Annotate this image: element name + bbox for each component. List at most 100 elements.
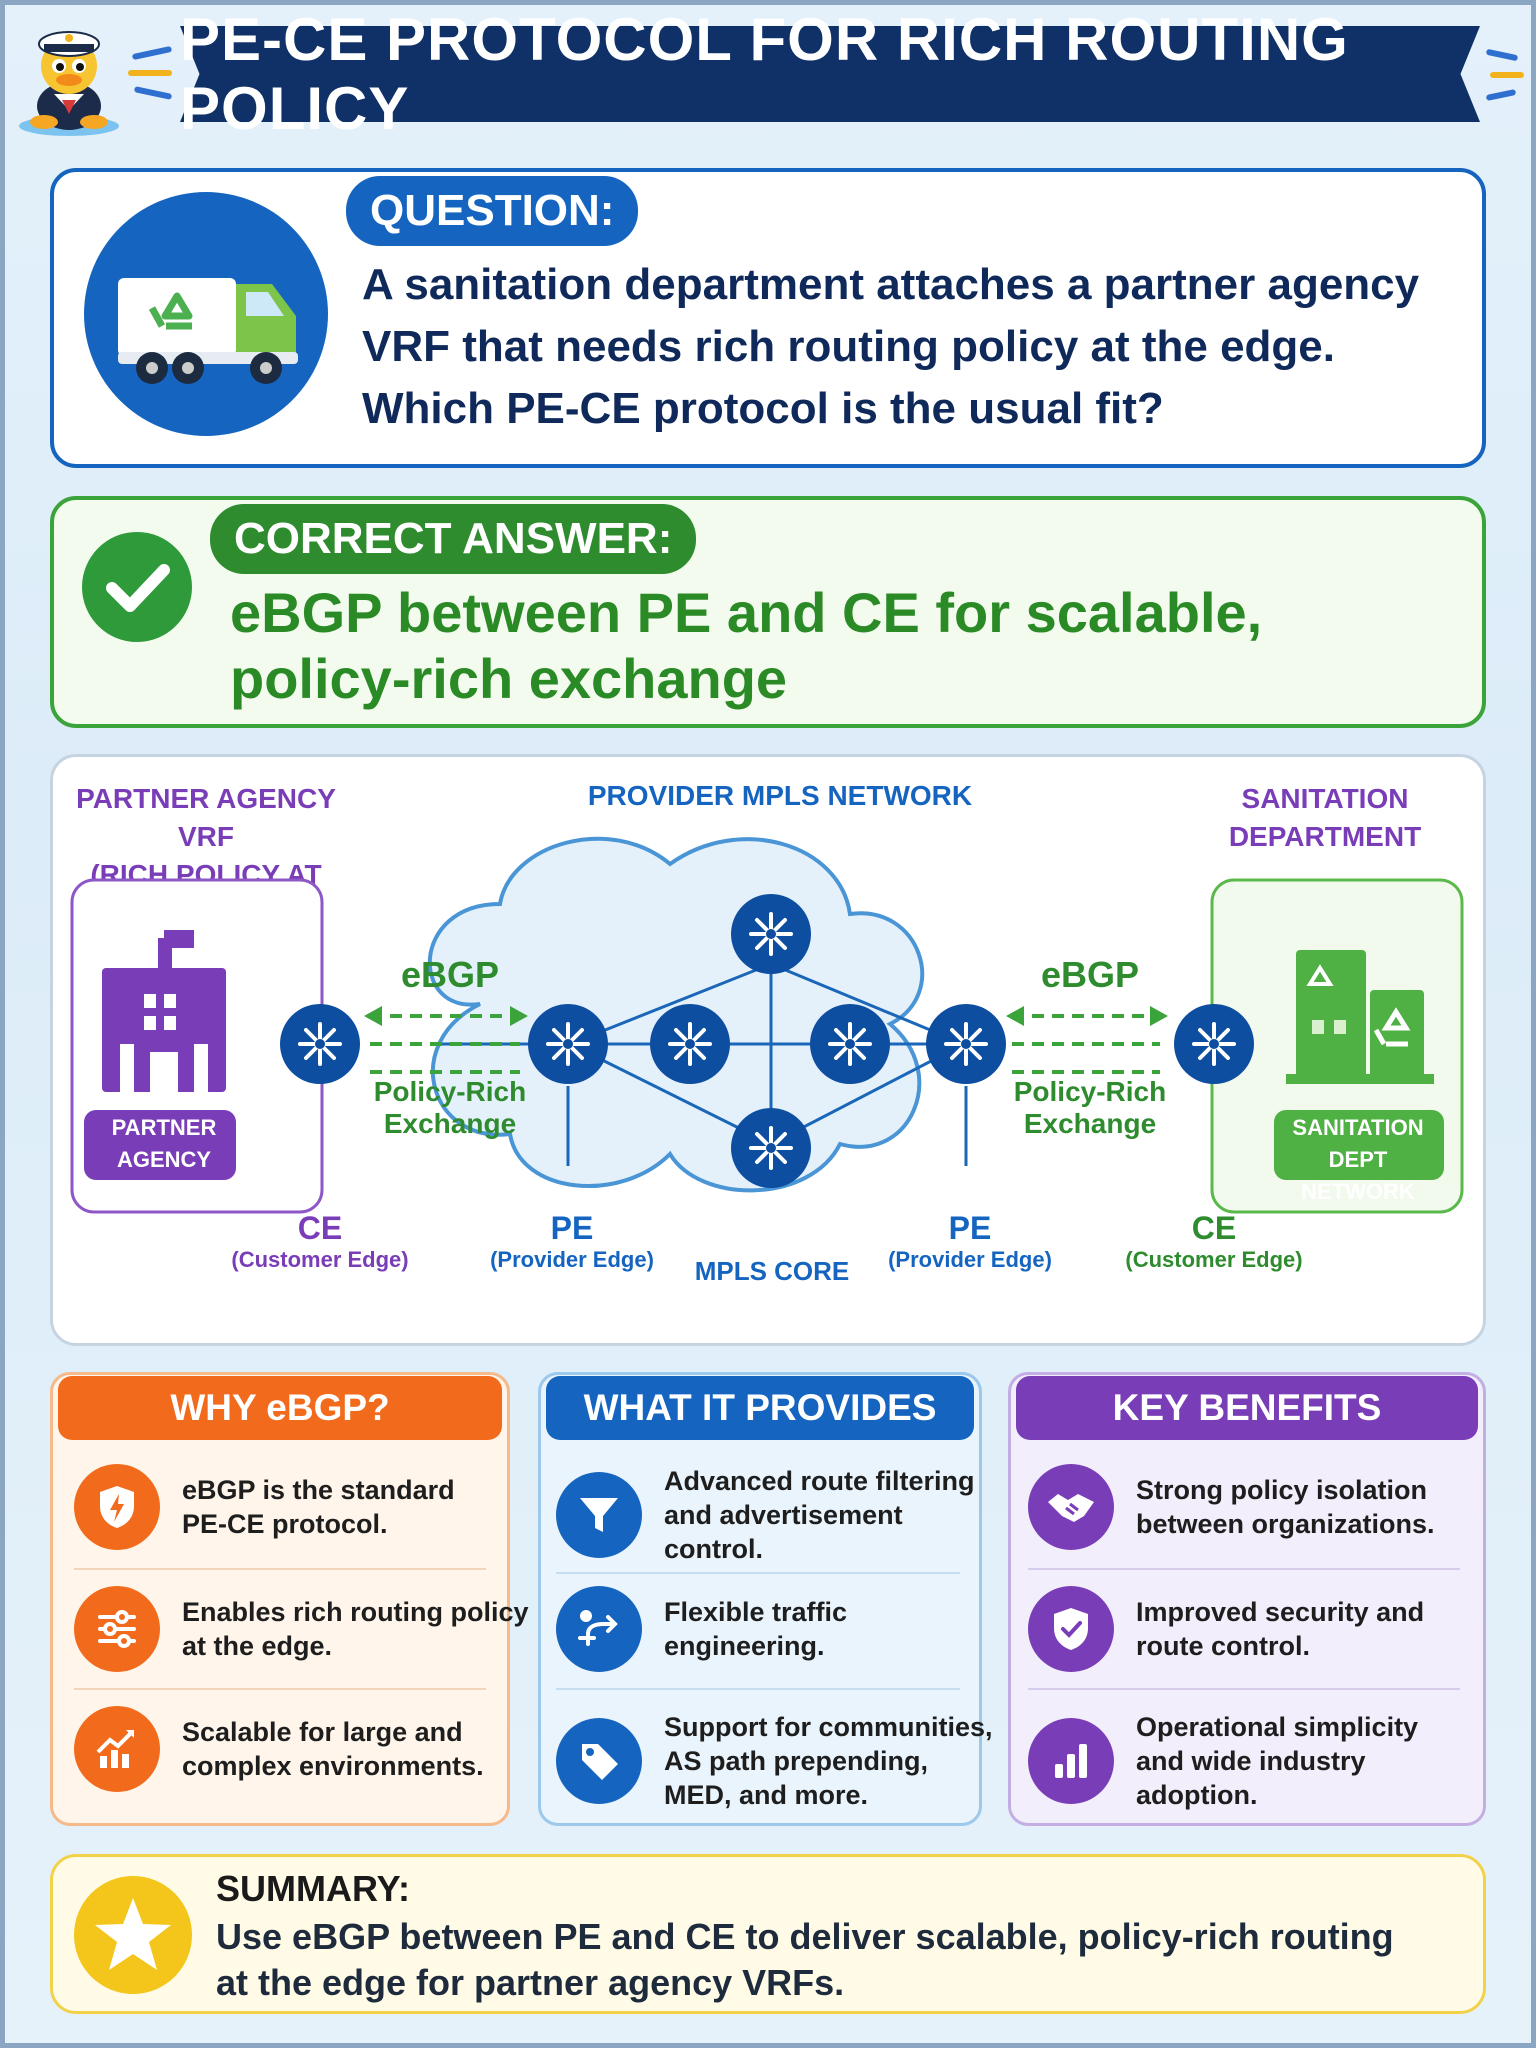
why-ebgp-title: WHY eBGP?	[58, 1376, 502, 1440]
ce-left-label: CE (Customer Edge)	[230, 1210, 410, 1273]
building-icon	[102, 930, 226, 1092]
divider	[74, 1688, 486, 1690]
right-site-title: SANITATION DEPARTMENT	[1190, 780, 1460, 856]
handshake-icon	[1028, 1464, 1114, 1550]
partner-site-label-line2: SITE	[139, 1179, 189, 1204]
ce-left-router	[278, 1002, 362, 1086]
ebgp-left-arrows	[364, 1006, 528, 1074]
sanitation-site-label: SANITATION DEPT NETWORK	[1276, 1112, 1440, 1208]
divider	[74, 1568, 486, 1570]
why-item-line2: at the edge.	[182, 1631, 333, 1661]
provides-item-line2: and advertisement	[664, 1500, 903, 1530]
sanitation-site-label-line2: NETWORK	[1301, 1179, 1415, 1204]
provides-item: Advanced route filtering and advertisemen…	[556, 1464, 975, 1566]
page-title: PE-CE PROTOCOL FOR RICH ROUTING POLICY	[180, 6, 1349, 142]
ce-right-sub: (Customer Edge)	[1125, 1247, 1303, 1272]
benefits-item-line3: adoption.	[1136, 1780, 1258, 1810]
provides-item-line1: Support for communities,	[664, 1712, 993, 1742]
right-site-title-line2: DEPARTMENT	[1228, 821, 1422, 852]
summary-title: SUMMARY:	[216, 1868, 410, 1909]
partner-site-label-line1: PARTNER AGENCY	[111, 1115, 217, 1172]
trend-up-icon	[74, 1706, 160, 1792]
pe-left-sub: (Provider Edge)	[490, 1247, 654, 1272]
why-item: Enables rich routing policy at the edge.	[74, 1586, 529, 1672]
recycling-truck-icon	[84, 192, 328, 436]
pe-right-router	[924, 1002, 1008, 1086]
shield-bolt-icon	[74, 1464, 160, 1550]
benefits-item: Operational simplicity and wide industry a…	[1028, 1710, 1418, 1812]
divider	[556, 1572, 960, 1574]
why-item-line1: Enables rich routing policy	[182, 1597, 529, 1627]
provides-item-line3: MED, and more.	[664, 1780, 869, 1810]
core-router-top	[729, 892, 813, 976]
key-benefits-title: KEY BENEFITS	[1016, 1376, 1478, 1440]
core-router-left	[648, 1002, 732, 1086]
partner-site-badge	[84, 1110, 236, 1180]
shield-check-icon	[1028, 1586, 1114, 1672]
exchange-right-line1: Policy-Rich	[1013, 1076, 1167, 1107]
partner-site-label: PARTNER AGENCY SITE	[90, 1112, 238, 1208]
benefits-item-line2: and wide industry	[1136, 1746, 1366, 1776]
filter-icon	[556, 1472, 642, 1558]
benefits-item-line1: Improved security and	[1136, 1597, 1425, 1627]
exchange-left-label: Policy-Rich Exchange	[350, 1076, 550, 1140]
provides-item-line1: Advanced route filtering	[664, 1466, 975, 1496]
exchange-left-line1: Policy-Rich	[373, 1076, 527, 1107]
sailor-duck-mascot-icon	[19, 31, 119, 136]
provides-item: Support for communities, AS path prependi…	[556, 1710, 993, 1812]
answer-label: CORRECT ANSWER:	[210, 504, 697, 574]
benefits-item: Improved security and route control.	[1028, 1586, 1424, 1672]
benefits-item-line2: between organizations.	[1136, 1509, 1435, 1539]
header-streak	[1490, 72, 1524, 78]
exchange-left-line2: Exchange	[383, 1108, 517, 1139]
question-text: A sanitation department attaches a partn…	[362, 260, 1420, 433]
ce-right-label: CE (Customer Edge)	[1124, 1210, 1304, 1273]
divider	[1028, 1568, 1460, 1570]
pe-right-label: PE (Provider Edge)	[880, 1210, 1060, 1273]
provider-network-title: PROVIDER MPLS NETWORK	[587, 780, 973, 811]
tag-icon	[556, 1718, 642, 1804]
benefits-item-line1: Strong policy isolation	[1136, 1475, 1428, 1505]
checkmark-icon	[82, 532, 192, 642]
pe-left-label: PE (Provider Edge)	[482, 1210, 662, 1273]
ebgp-left-label: eBGP	[400, 954, 500, 995]
why-item-line2: PE-CE protocol.	[182, 1509, 388, 1539]
divider	[556, 1688, 960, 1690]
sanitation-site-badge	[1274, 1110, 1444, 1180]
ce-right-router	[1172, 1002, 1256, 1086]
header-streak	[128, 70, 172, 76]
core-router-right	[808, 1002, 892, 1086]
core-router-bottom	[729, 1106, 813, 1190]
why-item-line1: eBGP is the standard	[182, 1475, 455, 1505]
benefits-item-line2: route control.	[1136, 1631, 1310, 1661]
provides-item: Flexible traffic engineering.	[556, 1586, 847, 1672]
provides-item-line1: Flexible traffic	[664, 1597, 848, 1627]
question-label: QUESTION:	[346, 176, 639, 246]
network-diagram	[70, 836, 1464, 1214]
benefits-item-line1: Operational simplicity	[1136, 1712, 1419, 1742]
ebgp-right-arrows	[1006, 1006, 1168, 1074]
exchange-right-label: Policy-Rich Exchange	[990, 1076, 1190, 1140]
title-banner	[180, 26, 1480, 122]
pe-left-router	[526, 1002, 610, 1086]
route-arrows-icon	[556, 1586, 642, 1672]
pe-right-name: PE	[948, 1210, 992, 1246]
why-item-line2: complex environments.	[182, 1751, 484, 1781]
recycling-building-icon	[1286, 950, 1434, 1084]
provides-item-line2: AS path prepending,	[664, 1746, 929, 1776]
sanitation-site-label-line1: SANITATION DEPT	[1292, 1115, 1424, 1172]
summary-text: Use eBGP between PE and CE to deliver sc…	[216, 1916, 1394, 2003]
bar-chart-icon	[1028, 1718, 1114, 1804]
sliders-icon	[74, 1586, 160, 1672]
pe-left-name: PE	[550, 1210, 594, 1246]
mpls-core-label: MPLS CORE	[694, 1256, 850, 1286]
ebgp-right-label: eBGP	[1040, 954, 1140, 995]
provides-item-line2: engineering.	[664, 1631, 825, 1661]
benefits-item: Strong policy isolation between organizat…	[1028, 1464, 1435, 1550]
ce-left-name: CE	[297, 1210, 343, 1246]
what-it-provides-title: WHAT IT PROVIDES	[546, 1376, 974, 1440]
exchange-right-line2: Exchange	[1023, 1108, 1157, 1139]
